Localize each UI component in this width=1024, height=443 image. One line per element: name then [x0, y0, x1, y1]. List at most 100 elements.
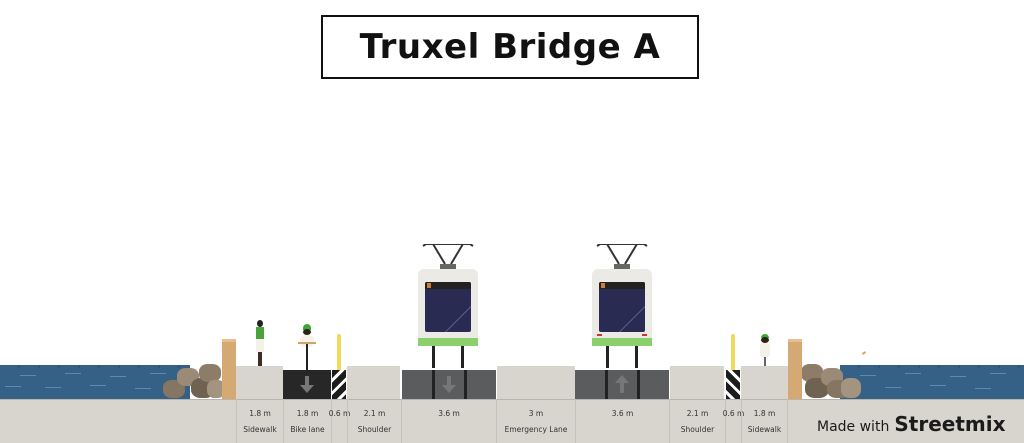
wave	[930, 385, 946, 386]
ground-strip	[0, 399, 1024, 443]
tram-window	[425, 282, 471, 332]
legs	[258, 352, 262, 366]
emergency-surface	[497, 366, 575, 399]
water-right	[840, 365, 1024, 399]
water-left	[0, 365, 190, 399]
pedestrian-icon	[758, 334, 772, 366]
wave	[20, 375, 36, 376]
wave	[90, 385, 106, 386]
skirt	[256, 339, 264, 352]
tram-bumper	[592, 338, 652, 346]
bridge-wall-left	[222, 339, 236, 399]
segment-buffer-left[interactable]	[332, 370, 346, 399]
label-buffer-left: 0.6 m	[329, 399, 350, 443]
label-tram-right: 3.6 m	[575, 399, 669, 443]
wave	[975, 388, 991, 389]
streetmix-credit[interactable]: Made with Streetmix	[817, 412, 1006, 436]
cyclist-icon	[298, 324, 316, 370]
shirt	[256, 327, 264, 339]
rock	[207, 380, 225, 398]
wave	[860, 375, 876, 376]
wave	[135, 388, 151, 389]
shoulder-surface	[347, 366, 400, 399]
wave	[110, 376, 126, 377]
segment-width: 0.6 m	[722, 409, 745, 418]
segment-width: 3 m	[528, 409, 544, 418]
delineator-post-icon	[337, 334, 341, 370]
legs	[764, 357, 766, 366]
segment-name: Shoulder	[680, 425, 715, 434]
segment-name: Shoulder	[357, 425, 392, 434]
pantograph-icon	[596, 244, 648, 265]
segment-name: Emergency Lane	[504, 425, 568, 434]
tram-window	[599, 282, 645, 332]
wave	[905, 373, 921, 374]
route-sign	[601, 283, 605, 288]
wave	[65, 373, 81, 374]
tram-leg	[432, 346, 435, 368]
segment-width: 3.6 m	[611, 409, 634, 418]
rock	[801, 364, 823, 382]
wave	[990, 373, 1006, 374]
segment-name: Sidewalk	[747, 425, 782, 434]
route-sign	[427, 283, 431, 288]
segment-emergency-lane[interactable]	[497, 366, 575, 399]
segment-sidewalk-right[interactable]	[741, 366, 788, 399]
destination-band	[425, 282, 471, 289]
label-bike-lane: 1.8 m Bike lane	[283, 399, 331, 443]
segment-tram-left[interactable]	[402, 370, 496, 399]
segment-tram-right[interactable]	[575, 370, 669, 399]
cap	[761, 334, 769, 338]
arrow-down-icon	[442, 385, 456, 393]
wave-edge	[0, 365, 190, 368]
segment-bike-lane[interactable]	[283, 370, 331, 399]
segment-width: 2.1 m	[363, 409, 386, 418]
tram-leg	[635, 346, 638, 368]
rocks-left	[163, 362, 225, 399]
segment-name: Sidewalk	[243, 425, 277, 434]
tram-icon	[592, 244, 652, 370]
pedestrian-icon	[254, 320, 266, 366]
rail	[432, 370, 435, 399]
credit-prefix: Made with	[817, 419, 890, 435]
torso	[760, 343, 770, 357]
label-emergency-lane: 3 m Emergency Lane	[496, 399, 575, 443]
handlebar	[298, 342, 316, 344]
wave	[885, 387, 901, 388]
tram-body	[592, 269, 652, 339]
wall-cap	[222, 339, 236, 342]
arrow-up-icon	[615, 375, 629, 383]
label-buffer-right: 0.6 m	[723, 399, 744, 443]
rail	[605, 370, 608, 399]
segment-sidewalk-left[interactable]	[236, 366, 283, 399]
label-sidewalk-left: 1.8 m Sidewalk	[236, 399, 283, 443]
segment-buffer-right[interactable]	[726, 370, 740, 399]
arrow-stem	[620, 383, 624, 393]
segment-width: 1.8 m	[296, 409, 319, 418]
pantograph-icon	[422, 244, 474, 265]
glare	[443, 290, 471, 332]
segment-width: 2.1 m	[686, 409, 709, 418]
pantograph-base	[614, 264, 630, 269]
tram-body	[418, 269, 478, 339]
street-title-box[interactable]: Truxel Bridge A	[321, 15, 699, 79]
wave	[45, 387, 61, 388]
shoulder-surface	[670, 366, 724, 399]
rocks-right	[801, 362, 863, 399]
segment-width: 1.8 m	[753, 409, 776, 418]
delineator-post-icon	[731, 334, 735, 370]
label-sidewalk-right: 1.8 m Sidewalk	[741, 399, 788, 443]
label-tram-left: 3.6 m	[401, 399, 496, 443]
helmet	[303, 324, 311, 330]
wave	[150, 373, 166, 374]
arrow-stem	[447, 376, 451, 386]
street-title[interactable]: Truxel Bridge A	[359, 27, 661, 67]
sidewalk-surface	[236, 366, 283, 399]
segment-shoulder-right[interactable]	[670, 366, 724, 399]
wave	[5, 386, 21, 387]
label-shoulder-left: 2.1 m Shoulder	[347, 399, 401, 443]
segment-shoulder-left[interactable]	[347, 366, 400, 399]
head	[303, 329, 311, 335]
rail	[637, 370, 640, 399]
wall-cap	[788, 339, 802, 342]
